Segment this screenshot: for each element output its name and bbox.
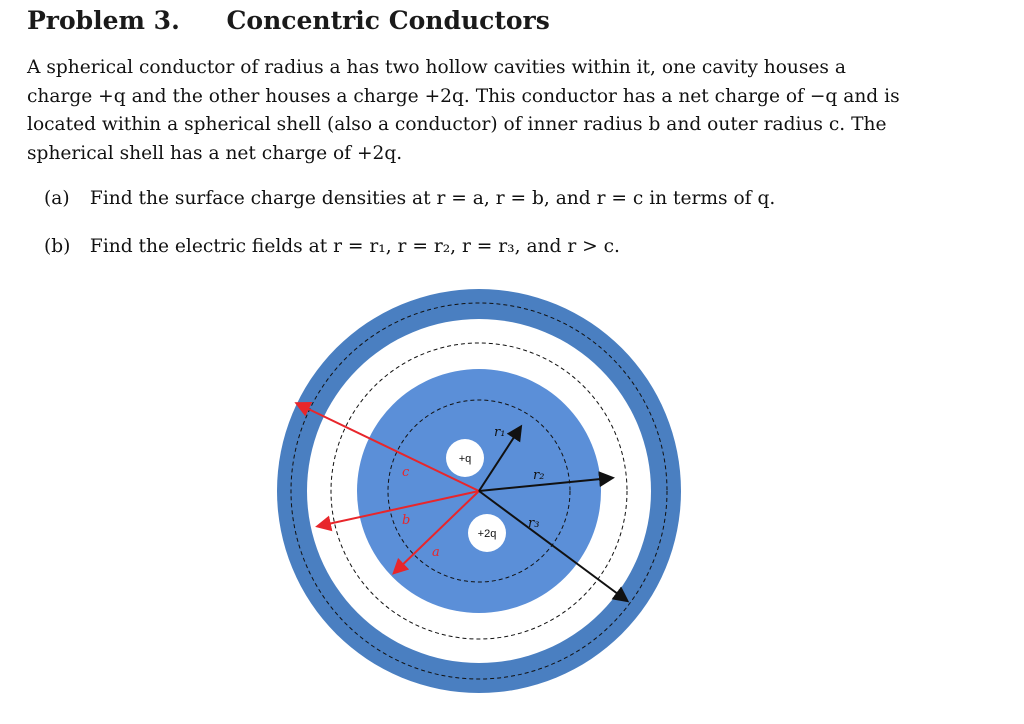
problem-number: Problem 3. (27, 6, 180, 35)
question-b: (b) Find the electric fields at r = r₁, … (44, 236, 620, 257)
radius-r3-label: r₃ (528, 516, 539, 531)
question-label: (a) (44, 188, 70, 209)
statement-line: spherical shell has a net charge of +2q. (27, 142, 403, 164)
radius-r1-label: r₁ (494, 425, 505, 440)
radius-c-line (294, 401, 480, 492)
statement-line: A spherical conductor of radius a has tw… (27, 57, 846, 78)
statement-line: located within a spherical shell (also a… (27, 114, 887, 135)
radius-r3-line (478, 490, 630, 603)
radius-b-label: b (402, 513, 410, 528)
radius-a-label: a (432, 545, 440, 560)
problem-statement: A spherical conductor of radius a has tw… (27, 54, 957, 168)
question-label: (b) (44, 236, 71, 257)
gaussian-r3 (290, 302, 668, 680)
problem-heading: Problem 3. Concentric Conductors (27, 6, 550, 35)
problem-title: Concentric Conductors (226, 6, 550, 35)
radius-r2-line (478, 471, 615, 492)
gaussian-r1 (387, 399, 571, 583)
cavity-charge-label: +2q (478, 528, 497, 540)
cavity-charge-label: +q (459, 453, 472, 465)
cavity-plus-2q (468, 514, 506, 552)
statement-line: charge +q and the other houses a charge … (27, 85, 900, 107)
radius-b-line (315, 490, 480, 532)
radius-c-label: c (402, 465, 410, 480)
radius-a-line (392, 490, 480, 575)
gaussian-r2 (330, 342, 628, 640)
question-text: Find the surface charge densities at r =… (89, 188, 776, 209)
radius-r1-line (478, 424, 523, 492)
radius-r2-label: r₂ (533, 468, 544, 483)
question-a: (a) Find the surface charge densities at… (44, 188, 775, 209)
question-text: Find the electric fields at r = r₁, r = … (89, 236, 620, 257)
cavity-plus-q (446, 439, 484, 477)
